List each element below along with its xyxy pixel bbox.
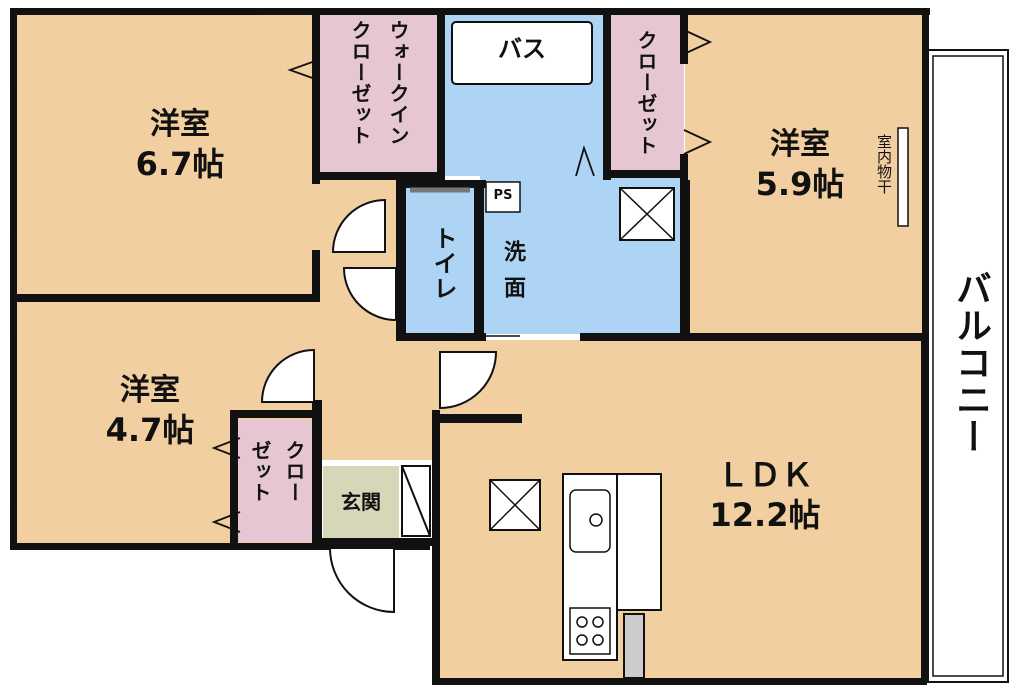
western-room-2-fill xyxy=(685,14,925,334)
closet-left-fill xyxy=(238,420,316,542)
walk-in-closet-label-2: クローゼット xyxy=(348,20,372,146)
balcony-outline xyxy=(927,49,1009,683)
western-room-2-label: 洋室 5.9帖 xyxy=(730,126,870,204)
western-room-2-name: 洋室 xyxy=(770,127,830,162)
western-room-3-name: 洋室 xyxy=(120,373,180,408)
ldk-size: 12.2帖 xyxy=(709,496,821,534)
closet-left-label-2: ゼット xyxy=(248,440,272,503)
balcony-inner xyxy=(932,55,1004,677)
entrance-label: 玄関 xyxy=(341,490,381,514)
western-room-1-name: 洋室 xyxy=(150,107,210,142)
stove-burner-3 xyxy=(576,634,588,646)
closet-left-label-1: クロー xyxy=(282,440,306,503)
windows xyxy=(12,10,925,640)
closet-top-label: クローゼット xyxy=(634,30,658,156)
toilet-fill xyxy=(404,186,480,334)
ldk-label: ＬＤＫ 12.2帖 xyxy=(680,455,850,535)
stove-burner-2 xyxy=(592,616,604,628)
western-room-1-label: 洋室 6.7帖 xyxy=(110,106,250,184)
ldk-name: ＬＤＫ xyxy=(716,456,813,494)
indoor-drying-rod xyxy=(897,127,909,227)
walk-in-closet-fill xyxy=(320,14,438,174)
indoor-drying-label: 室内物干 xyxy=(875,134,893,194)
walls xyxy=(10,8,930,685)
walk-in-closet-label-1: ウォークイン xyxy=(386,20,410,146)
stove xyxy=(569,607,611,655)
sink-drain xyxy=(589,513,603,527)
washroom-label: 洗面 xyxy=(500,240,525,312)
folding-doors xyxy=(211,29,713,533)
stove-burner-1 xyxy=(576,616,588,628)
ps-label: PS xyxy=(493,188,513,203)
ps-box xyxy=(485,181,521,213)
western-room-1-size: 6.7帖 xyxy=(135,144,225,183)
door-swings xyxy=(260,198,498,614)
kitchen-counter-back xyxy=(616,473,662,611)
bathtub xyxy=(451,21,593,85)
western-room-1-fill xyxy=(16,14,316,297)
toilet-label: トイレ xyxy=(429,226,457,301)
western-room-2-size: 5.9帖 xyxy=(755,164,845,203)
closet-top-fill xyxy=(608,14,684,174)
bath-label: バス xyxy=(498,35,546,63)
western-room-3-label: 洋室 4.7帖 xyxy=(80,372,220,450)
entrance-fill xyxy=(323,466,399,538)
fridge-space xyxy=(623,613,645,679)
western-room-3-size: 4.7帖 xyxy=(105,410,195,449)
balcony-label: バルコニー xyxy=(950,270,991,455)
stove-burner-4 xyxy=(592,634,604,646)
